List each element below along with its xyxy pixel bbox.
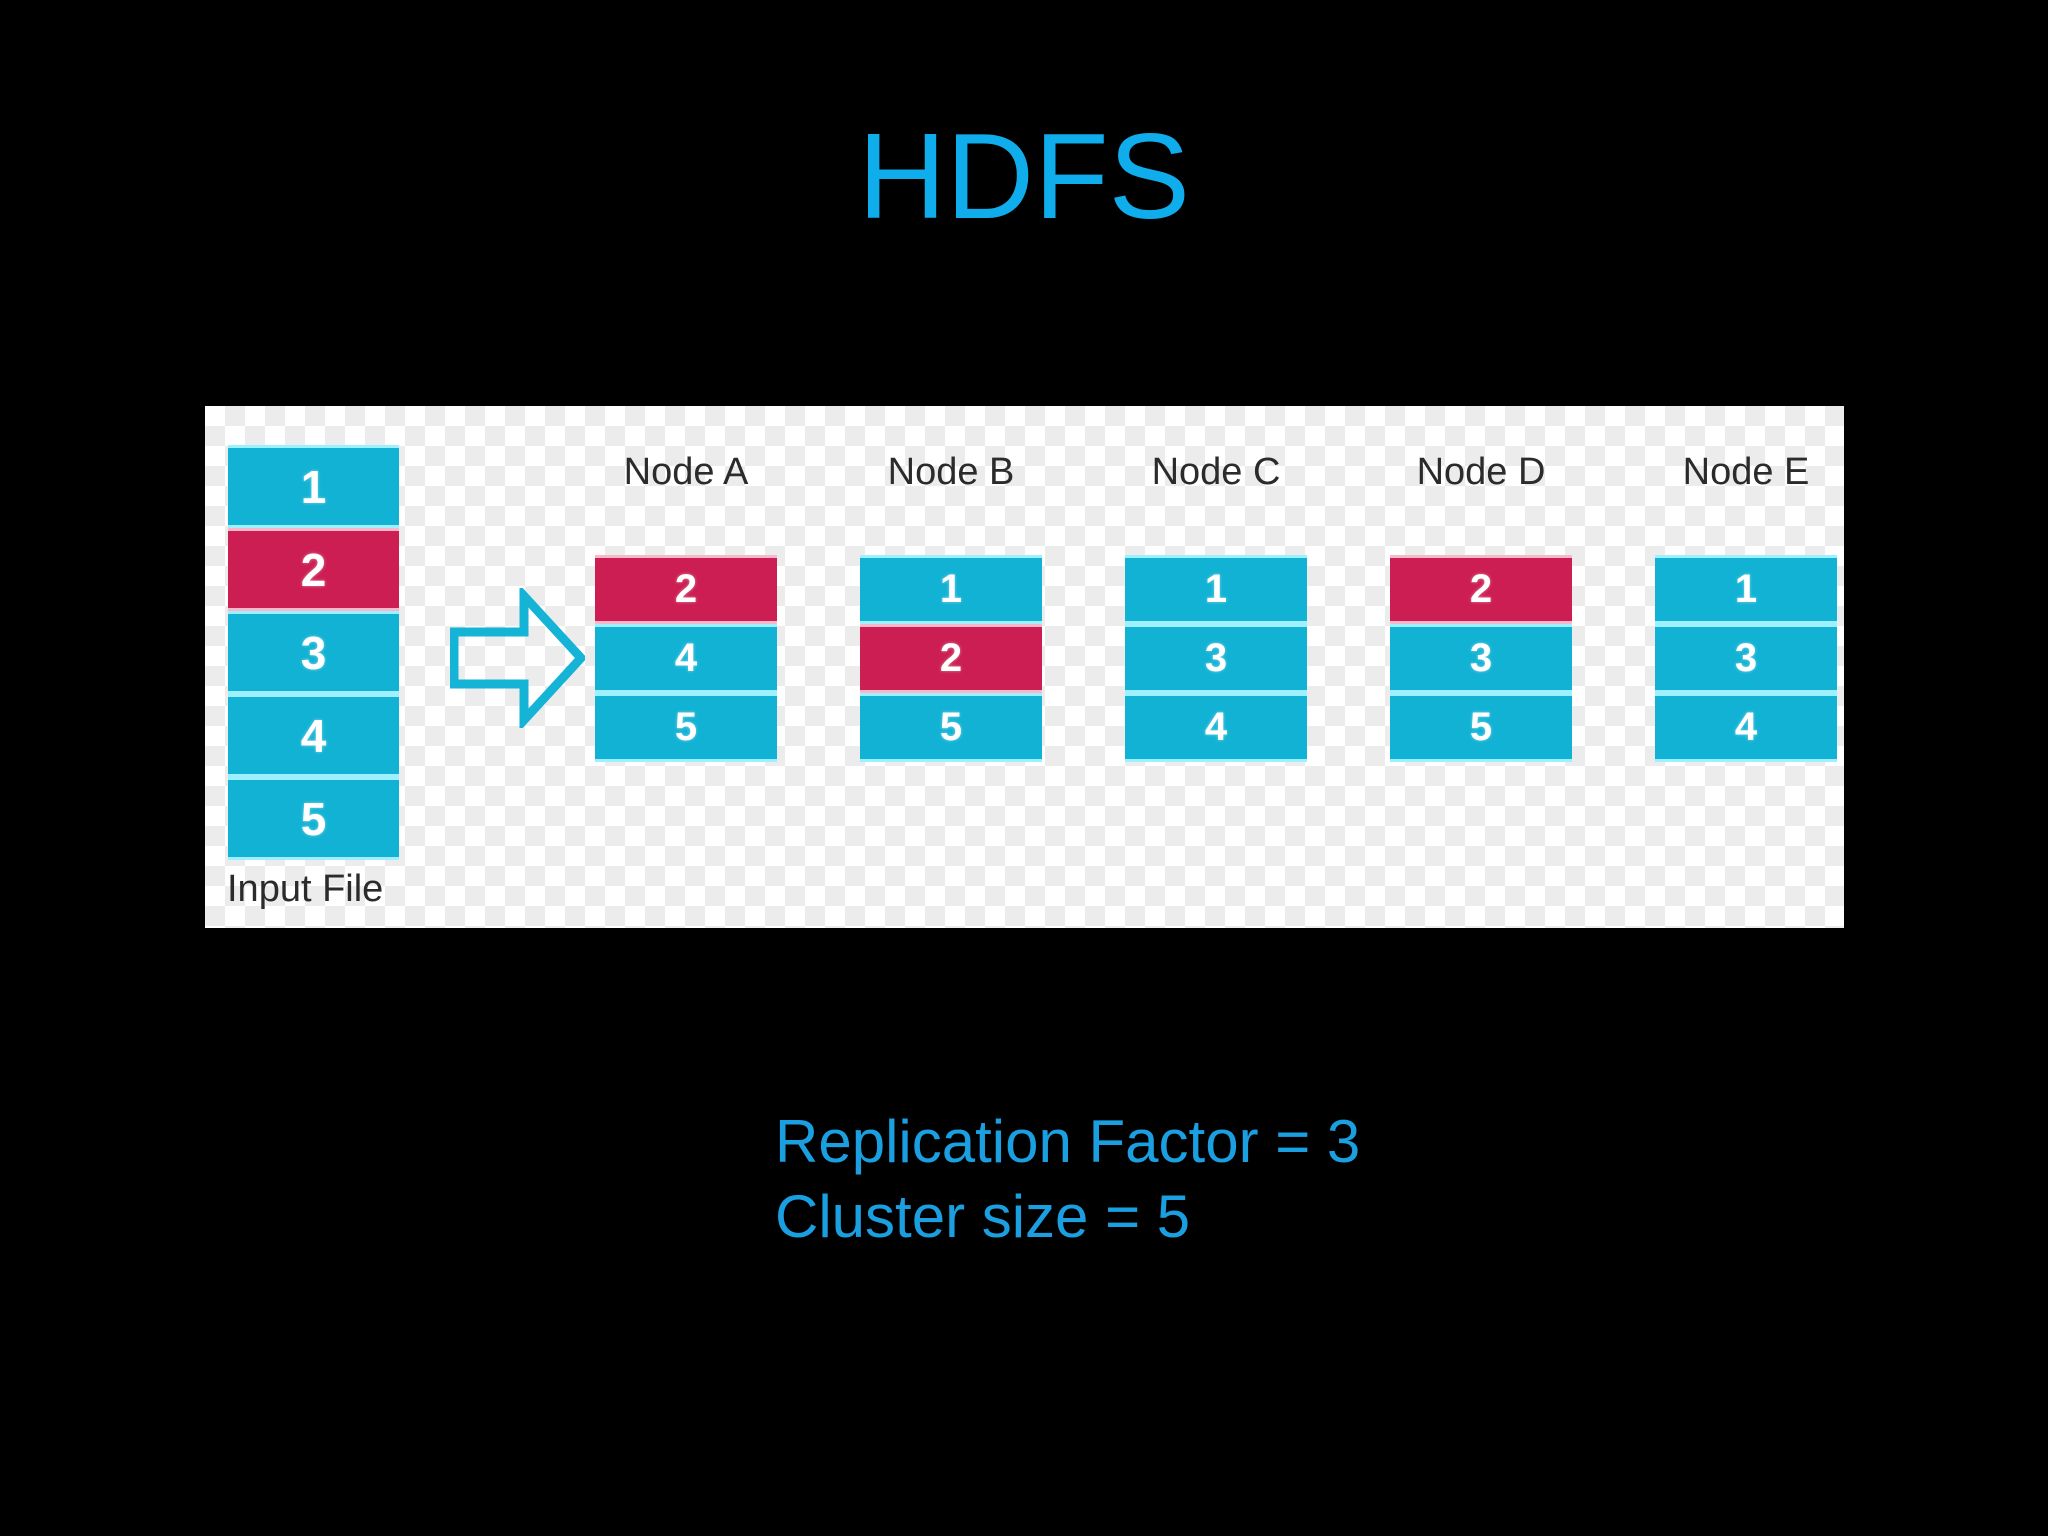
node-label: Node D — [1416, 451, 1546, 493]
node-block: 1 — [1655, 555, 1837, 624]
node-label: Node B — [887, 451, 1015, 493]
node-block: 1 — [1125, 555, 1307, 624]
caption-block: Replication Factor = 3 Cluster size = 5 — [775, 1108, 1361, 1260]
input-file-block: 5 — [228, 777, 399, 860]
node-block: 5 — [595, 693, 777, 762]
node-block: 4 — [1655, 693, 1837, 762]
node-block: 5 — [860, 693, 1042, 762]
node-block: 2 — [595, 555, 777, 624]
caption-line: Replication Factor = 3 — [775, 1108, 1361, 1175]
node-block: 3 — [1125, 624, 1307, 693]
input-file-block: 1 — [228, 445, 399, 528]
input-file-block: 2 — [228, 528, 399, 611]
input-file-block: 3 — [228, 611, 399, 694]
node-block: 5 — [1390, 693, 1572, 762]
node-label: Node E — [1682, 451, 1810, 493]
node-block: 3 — [1390, 624, 1572, 693]
node-block: 1 — [860, 555, 1042, 624]
right-arrow-outline-icon — [449, 584, 588, 732]
page-title: HDFS — [857, 108, 1191, 244]
input-file-label: Input File — [227, 868, 384, 910]
caption-line: Cluster size = 5 — [775, 1182, 1191, 1250]
node-label: Node C — [1151, 451, 1281, 493]
node-block: 4 — [1125, 693, 1307, 762]
node-block: 2 — [860, 624, 1042, 693]
node-label: Node A — [623, 451, 749, 493]
input-file-block: 4 — [228, 694, 399, 777]
node-block: 4 — [595, 624, 777, 693]
node-block: 2 — [1390, 555, 1572, 624]
node-block: 3 — [1655, 624, 1837, 693]
